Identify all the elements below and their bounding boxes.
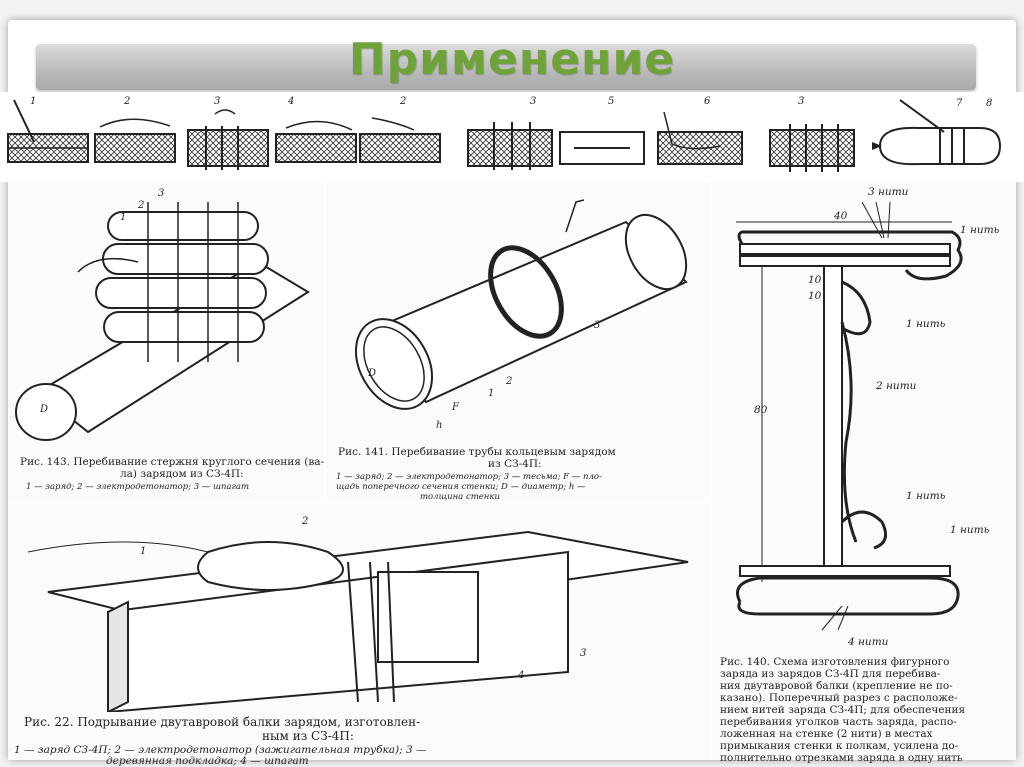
fig140-caption-line-6: перебивания уголков часть заряда, распо- xyxy=(720,716,957,728)
strip-label-6: 3 xyxy=(530,96,537,107)
fig140-label-3-threads: 3 нити xyxy=(868,186,909,198)
fig141-legend-line2: щадь поперечного сечения стенки; D — диа… xyxy=(336,482,586,492)
strip-panel-9 xyxy=(769,124,855,172)
fig22-legend-line1: 1 — заряд СЗ-4П; 2 — электродетонатор (з… xyxy=(14,744,427,756)
figure-22-drawing xyxy=(27,530,689,712)
fig140-caption-line-1: Рис. 140. Схема изготовления фигурного xyxy=(720,656,950,668)
strip-label-8: 6 xyxy=(704,96,711,107)
fig140-caption-line-5: нием нитей заряда СЗ-4П; для обеспечения xyxy=(720,704,966,716)
fig140-caption-line-4: казано). Поперечный разрез с расположе- xyxy=(720,692,958,704)
fig140-dim-10-b: 10 xyxy=(808,290,822,302)
strip-panel-8 xyxy=(657,111,743,165)
fig140-label-1-thread-a: 1 нить xyxy=(960,224,1000,236)
fig22-legend-line2: деревянная подкладка; 4 — шпагат xyxy=(106,755,309,767)
fig140-caption-line-9: полнительно отрезками заряда в одну нить xyxy=(720,752,963,764)
fig140-label-2-threads: 2 нити xyxy=(876,380,917,392)
fig140-label-1-thread-c: 1 нить xyxy=(906,490,946,502)
fig140-label-4-threads: 4 нити xyxy=(848,636,889,648)
strip-panel-2 xyxy=(94,118,176,163)
fig143-label-1: 1 xyxy=(120,212,127,223)
fig140-dim-40: 40 xyxy=(834,210,848,222)
fig143-label-3: 3 xyxy=(158,188,165,199)
strip-panel-3 xyxy=(187,109,269,170)
strip-label-5: 2 xyxy=(400,96,407,107)
strip-label-11: 8 xyxy=(986,98,993,109)
fig141-label-2: 2 xyxy=(506,376,513,387)
strip-label-10: 7 xyxy=(956,98,963,109)
fig141-caption-line2: из СЗ-4П: xyxy=(488,458,542,470)
fig140-label-1-thread-b: 1 нить xyxy=(906,318,946,330)
fig141-legend-line3: толщина стенки xyxy=(420,492,500,502)
figure-140-drawing xyxy=(736,201,963,631)
strip-panel-5 xyxy=(359,117,441,163)
fig22-label-1: 1 xyxy=(140,546,147,557)
fig22-label-2: 2 xyxy=(302,516,309,527)
figure-140-panel xyxy=(712,182,1016,760)
fig141-label-F: F xyxy=(452,402,459,413)
strip-label-2: 2 xyxy=(124,96,131,107)
fig143-caption-legend: 1 — заряд; 2 — электродетонатор; 3 — шпа… xyxy=(26,482,250,492)
fig22-label-3: 3 xyxy=(580,648,587,659)
fig140-caption-line-3: ния двутавровой балки (крепление не по- xyxy=(720,680,953,692)
fig141-label-1: 1 xyxy=(488,388,495,399)
strip-label-1: 1 xyxy=(30,96,37,107)
figure-141-drawing xyxy=(355,199,688,410)
fig140-caption-line-2: заряда из зарядов СЗ-4П для перебива- xyxy=(720,668,941,680)
strip-label-7: 5 xyxy=(608,96,615,107)
fig22-caption-line2: ным из СЗ-4П: xyxy=(262,729,354,743)
strip-panel-1 xyxy=(7,99,89,163)
fig140-caption-line-7: ложенная на стенке (2 нити) в местах xyxy=(720,728,933,740)
fig141-legend-line1: 1 — заряд; 2 — электродетонатор; 3 — тес… xyxy=(336,472,602,482)
strip-panel-6 xyxy=(467,122,553,170)
fig141-label-D: D xyxy=(368,368,377,379)
strip-panel-10 xyxy=(872,99,1002,166)
fig22-caption-line1: Рис. 22. Подрывание двутавровой балки за… xyxy=(24,715,421,729)
slide-title: Применение xyxy=(348,34,676,85)
strip-label-9: 3 xyxy=(798,96,805,107)
fig140-label-1-thread-d: 1 нить xyxy=(950,524,990,536)
title-bar xyxy=(36,44,976,90)
fig141-caption-line1: Рис. 141. Перебивание трубы кольцевым за… xyxy=(338,446,616,458)
fig140-caption-line-8: примыкания стенки к полкам, усилена до- xyxy=(720,740,959,752)
fig140-dim-80: 80 xyxy=(754,404,768,416)
strip-panel-7 xyxy=(559,131,645,165)
fig141-label-h: h xyxy=(436,420,443,431)
fig143-label-D: D xyxy=(40,404,49,415)
fig141-label-3: 3 xyxy=(594,320,601,331)
fig143-caption-line2: ла) зарядом из СЗ-4П: xyxy=(120,468,244,480)
strip-drawings xyxy=(7,99,1002,172)
strip-panel-4 xyxy=(275,120,357,163)
figure-143-drawing xyxy=(15,202,310,441)
fig22-label-4: 4 xyxy=(518,670,525,681)
strip-label-4: 4 xyxy=(288,96,295,107)
fig140-dim-10-a: 10 xyxy=(808,274,822,286)
fig143-caption-line1: Рис. 143. Перебивание стержня круглого с… xyxy=(20,456,325,468)
strip-label-3: 3 xyxy=(214,96,221,107)
fig143-label-2: 2 xyxy=(138,200,145,211)
